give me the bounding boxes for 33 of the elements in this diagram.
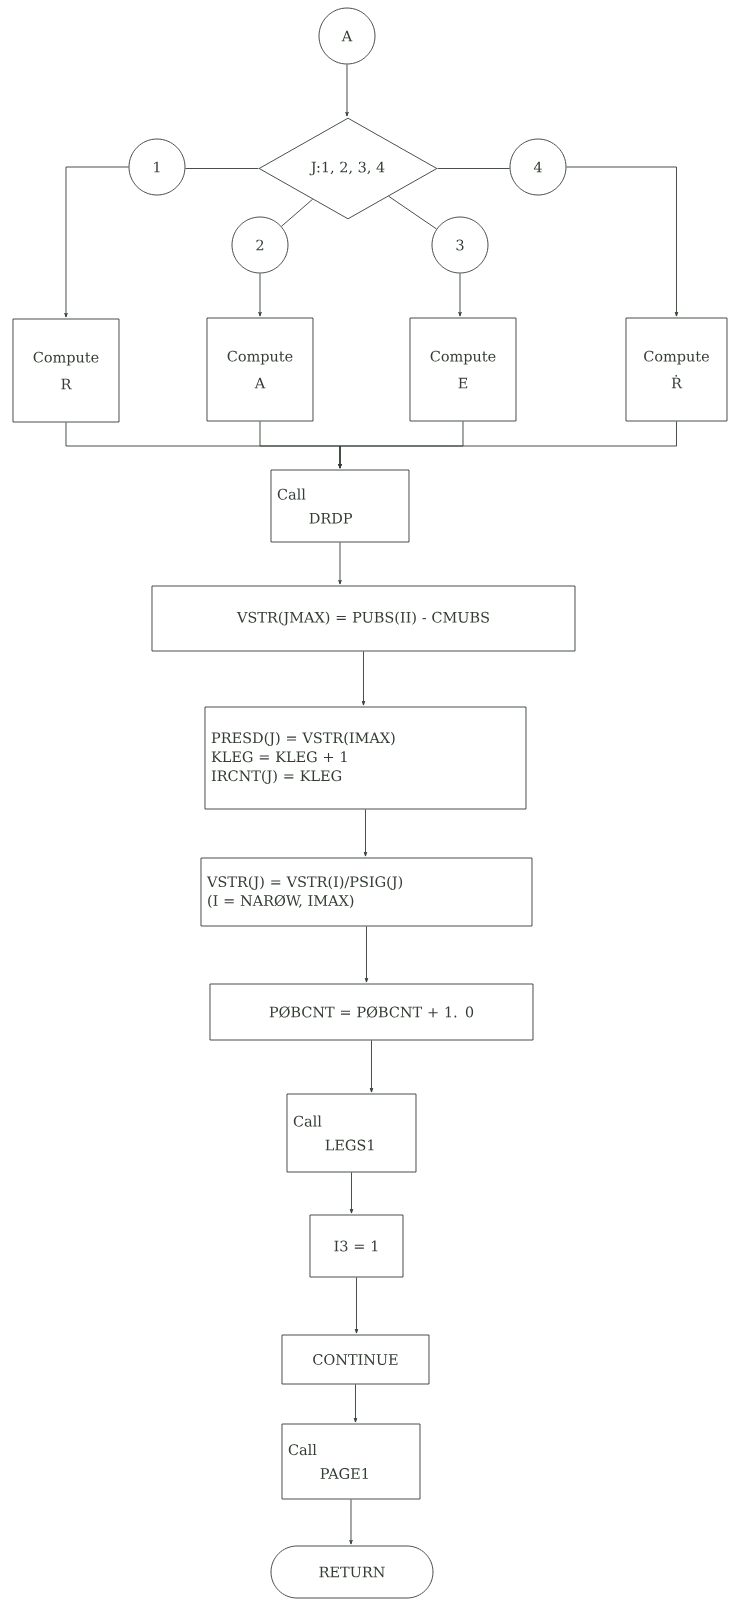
arrow xyxy=(354,1277,359,1334)
process-box: Compute E xyxy=(409,317,517,422)
arrow xyxy=(338,542,342,585)
arrow xyxy=(349,1172,354,1214)
arrow xyxy=(361,651,366,706)
arrow xyxy=(364,926,369,983)
process-box: VSTR(JMAX) = PUBS(II) - CMUBS xyxy=(151,585,576,652)
call-box: Call DRDP xyxy=(270,469,410,543)
arrow xyxy=(353,1384,358,1423)
arrow xyxy=(338,421,677,469)
process-box: VSTR(J) = VSTR(I)/PSIG(J) (I = NARØW, IMAX) xyxy=(200,857,533,927)
process-box: CONTINUE xyxy=(281,1334,430,1385)
arrow xyxy=(369,1040,374,1093)
arrow xyxy=(363,809,368,857)
connector-line xyxy=(185,168,259,169)
arrow xyxy=(566,166,679,317)
process-box: Compute R xyxy=(12,318,120,423)
arrow xyxy=(345,64,349,117)
connector-line xyxy=(388,195,437,230)
arrow xyxy=(349,1499,353,1545)
call-box: Call LEGS1 xyxy=(286,1093,417,1173)
connector-line xyxy=(437,168,510,169)
call-box: Call PAGE1 xyxy=(281,1423,421,1500)
process-box: I3 = 1 xyxy=(309,1214,404,1278)
process-box: PRESD(J) = VSTR(IMAX) KLEG = KLEG + 1 IRCNT(J) = KLEG xyxy=(204,706,527,810)
connector-line xyxy=(281,198,314,227)
process-box: Compute Ṙ xyxy=(625,317,728,422)
process-box: Compute A xyxy=(206,317,314,422)
arrow xyxy=(458,273,462,317)
terminal-box: RETURN xyxy=(270,1545,434,1599)
arrow xyxy=(258,273,262,317)
arrow xyxy=(64,166,129,318)
process-box: PØBCNT = PØBCNT + 1. 0 xyxy=(209,983,534,1041)
